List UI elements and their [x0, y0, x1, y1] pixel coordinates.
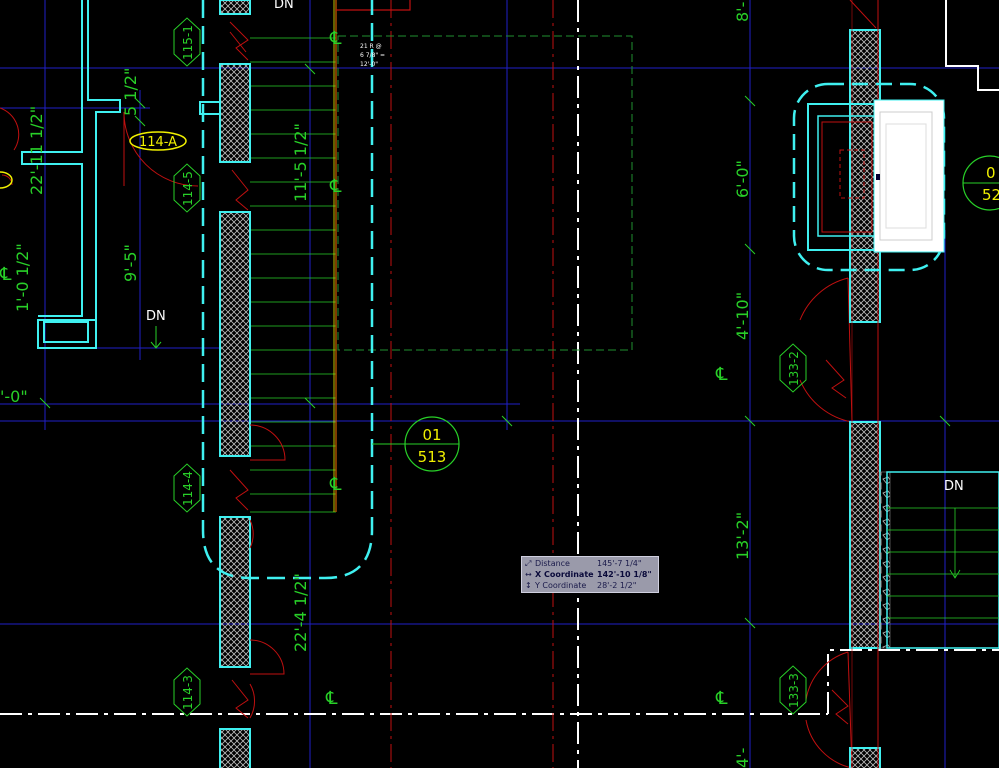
svg-text:21 R @: 21 R @ — [360, 43, 382, 50]
svg-text:114-A: 114-A — [139, 135, 177, 150]
tooltip-y-row: ↕ Y Coordinate 28'-2 1/2" — [525, 580, 655, 591]
tooltip-distance-label: Distance — [535, 559, 570, 568]
y-coordinate-icon: ↕ — [525, 581, 532, 590]
tooltip-distance-row: ⤢ Distance 145'-7 1/4" — [525, 558, 655, 569]
distance-icon: ⤢ — [525, 559, 532, 568]
svg-text:133-3: 133-3 — [787, 673, 801, 708]
wall-right — [849, 0, 891, 768]
dashed-opening — [337, 35, 633, 351]
dim-9-5: 9'-5" — [121, 244, 140, 282]
wall-left-stair — [199, 0, 251, 768]
dn-label-right: DN — [944, 479, 964, 494]
dn-label-top: DN — [274, 0, 294, 12]
wall-left-corridor — [21, 0, 121, 349]
svg-text:114-3: 114-3 — [181, 675, 195, 710]
dim-1-0-1-2: 1'-0 1/2" — [13, 243, 32, 312]
dim-4-10: 4'-10" — [733, 292, 752, 340]
svg-text:52: 52 — [982, 186, 999, 204]
dimension-labels: 5 1/2" 22'-11 1/2" 9'-5" 1'-0 1/2" '-0" … — [0, 2, 752, 768]
svg-text:01: 01 — [422, 426, 441, 444]
svg-text:114-4: 114-4 — [181, 471, 195, 506]
dim-4: 4'- — [733, 748, 752, 768]
tooltip-x-row: ↔ X Coordinate 142'-10 1/8" — [525, 569, 655, 580]
measure-tooltip: ⤢ Distance 145'-7 1/4" ↔ X Coordinate 14… — [521, 556, 659, 593]
centerline-symbol: ℄ — [329, 28, 342, 49]
svg-text:513: 513 — [418, 448, 447, 466]
dn-labels: DN DN DN — [146, 0, 964, 494]
tooltip-y-value: 28'-2 1/2" — [597, 581, 637, 590]
svg-text:114-5: 114-5 — [181, 171, 195, 206]
door-tag-133-2[interactable]: 133-2 — [779, 343, 807, 393]
stair-treads-left — [250, 37, 336, 513]
dim-22-11-1-2: 22'-11 1/2" — [27, 106, 46, 195]
tooltip-x-label: X Coordinate — [535, 570, 594, 579]
x-coordinate-icon: ↔ — [525, 570, 532, 579]
dim-8: 8'- — [733, 2, 752, 22]
centerline-symbol: ℄ — [715, 364, 728, 385]
svg-text:0: 0 — [986, 164, 996, 182]
centerline-symbol: ℄ — [329, 176, 342, 197]
tooltip-x-value: 142'-10 1/8" — [597, 570, 652, 579]
dn-label-left: DN — [146, 309, 166, 324]
door-tag-115-1[interactable]: 115-1 — [173, 17, 201, 67]
door-tag-114-5[interactable]: 114-5 — [173, 163, 201, 213]
centerline-symbol: ℄ — [325, 688, 338, 709]
dim-13-2: 13'-2" — [733, 512, 752, 560]
room-tag-114a[interactable]: 114-A — [129, 131, 187, 151]
svg-text:6 7/8" =: 6 7/8" = — [360, 52, 385, 59]
door-swings — [0, 0, 877, 768]
tooltip-y-label: Y Coordinate — [535, 581, 587, 590]
room-tag-partial — [0, 171, 13, 189]
svg-text:133-2: 133-2 — [787, 351, 801, 386]
centerline-symbol: ℄ — [0, 264, 12, 285]
section-callout-main[interactable]: 01 513 — [372, 416, 460, 472]
dim-5-1-2: 5 1/2" — [121, 68, 140, 116]
door-tag-114-4[interactable]: 114-4 — [173, 463, 201, 513]
dim-0: '-0" — [0, 387, 28, 406]
stair-note: 21 R @ 6 7/8" = 12'-0" — [360, 43, 385, 68]
dim-22-4-1-2: 22'-4 1/2" — [291, 573, 310, 652]
door-tag-133-3[interactable]: 133-3 — [779, 665, 807, 715]
centerline-symbols: ℄ ℄ ℄ ℄ ℄ ℄ ℄ — [0, 28, 728, 709]
door-tag-114-3[interactable]: 114-3 — [173, 667, 201, 717]
stair-treads-right — [886, 471, 999, 649]
stair-boundary — [201, 0, 374, 580]
dim-6-0: 6'-0" — [733, 160, 752, 198]
equipment-unit — [792, 82, 946, 272]
dimension-ticks — [39, 63, 951, 629]
svg-text:115-1: 115-1 — [181, 25, 195, 60]
svg-text:12'-0": 12'-0" — [360, 61, 378, 68]
centerline-symbol: ℄ — [329, 474, 342, 495]
tooltip-distance-value: 145'-7 1/4" — [597, 559, 642, 568]
dn-arrow-left — [150, 326, 162, 349]
centerline-symbol: ℄ — [715, 688, 728, 709]
section-callout-right[interactable]: 0 52 — [962, 155, 999, 211]
dim-11-5-1-2: 11'-5 1/2" — [291, 123, 310, 202]
